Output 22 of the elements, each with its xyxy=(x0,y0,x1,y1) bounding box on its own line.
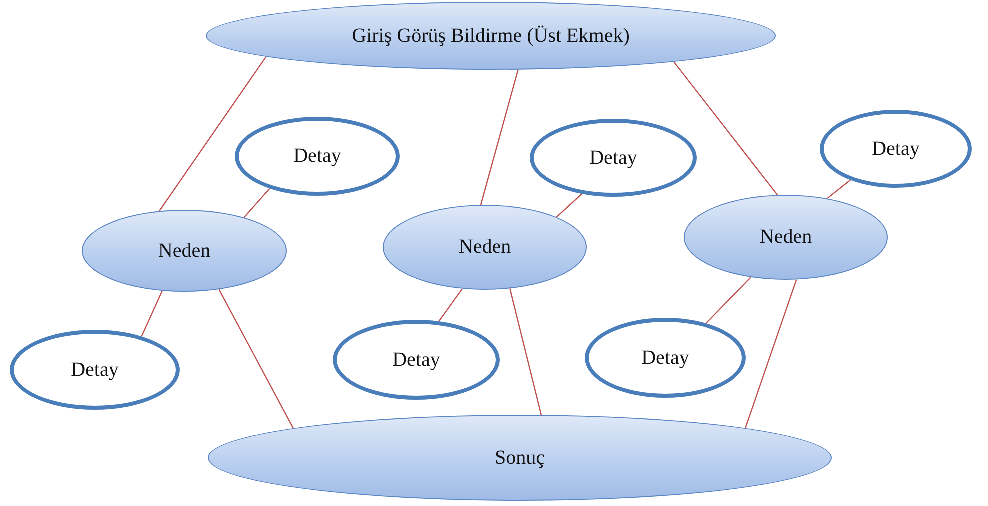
node-label: Detay xyxy=(294,145,342,168)
connector-line xyxy=(244,188,270,218)
connector-line xyxy=(827,180,851,200)
connector-line xyxy=(480,70,519,206)
connector-line xyxy=(706,277,752,324)
node-label: Detay xyxy=(872,138,920,160)
node-label: Neden xyxy=(760,226,812,249)
node-label: Sonuç xyxy=(495,446,545,470)
connector-line xyxy=(510,288,542,416)
node-label: Giriş Görüş Bildirme (Üst Ekmek) xyxy=(352,24,630,48)
node-label: Neden xyxy=(158,240,211,262)
connector-line xyxy=(438,288,464,322)
connector-line xyxy=(218,289,294,429)
connector-line xyxy=(141,290,163,337)
connector-line xyxy=(159,56,267,212)
connector-line xyxy=(745,280,798,428)
node-label: Detay xyxy=(71,358,119,382)
node-label: Detay xyxy=(392,348,440,372)
node-label: Detay xyxy=(642,346,690,370)
node-label: Detay xyxy=(590,146,638,170)
node-label: Neden xyxy=(458,236,512,259)
connector-line xyxy=(674,62,778,196)
